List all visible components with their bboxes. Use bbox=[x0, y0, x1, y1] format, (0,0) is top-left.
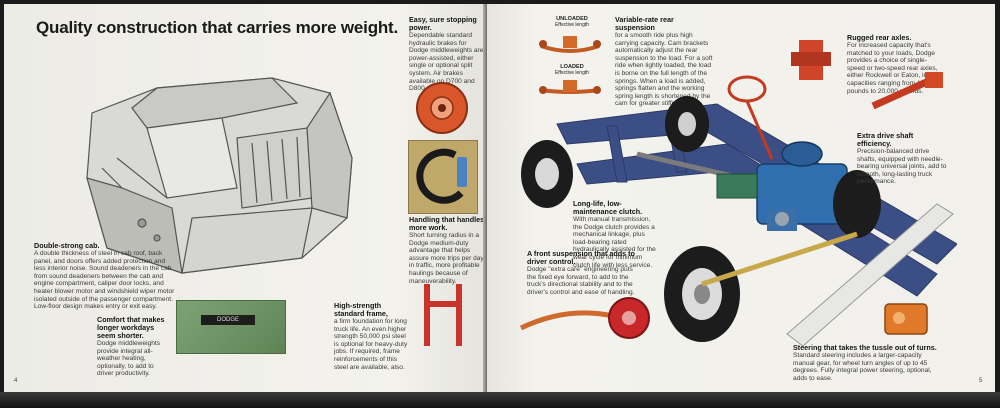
frame-caption-title: High-strength standard frame, bbox=[334, 301, 388, 318]
handling-caption-body: Short turning radius in a Dodge medium-d… bbox=[409, 232, 484, 285]
front-spring-hub-illustration bbox=[519, 297, 650, 339]
heater-badge: DODGE bbox=[201, 315, 255, 325]
front-suspension-caption: A front suspension that adds to driver c… bbox=[527, 250, 639, 296]
driveshaft-caption-title: Extra drive shaft efficiency. bbox=[857, 131, 914, 148]
cab-caption-body: A double thickness of steel in cab roof,… bbox=[34, 250, 175, 311]
drive-shaft-part-illustration bbox=[871, 72, 943, 110]
front-wheel-left-icon bbox=[664, 246, 740, 342]
page-headline: Quality construction that carries more w… bbox=[36, 18, 399, 37]
left-page-number: 4 bbox=[14, 378, 18, 384]
comfort-caption-title: Comfort that makes longer workdays seem … bbox=[97, 315, 165, 340]
right-page: UNLOADED Effective length LOADED Effecti… bbox=[487, 4, 995, 394]
clutch-caption-body: With manual transmission, the Dodge clut… bbox=[573, 216, 656, 269]
cab-caption: Double-strong cab. A double thickness of… bbox=[34, 242, 176, 311]
axles-caption-title: Rugged rear axles. bbox=[847, 33, 912, 42]
rear-wheel-right-icon bbox=[665, 96, 709, 152]
suspension-caption: Variable-rate rear suspension for a smoo… bbox=[615, 16, 713, 108]
heater-panel-photo: DODGE bbox=[176, 300, 286, 354]
frame-caption: High-strength standard frame, a firm fou… bbox=[334, 302, 412, 371]
frame-caption-body: a firm foundation for long truck life. A… bbox=[334, 318, 408, 371]
front-suspension-caption-body: Dodge "extra care" engineering puts the … bbox=[527, 266, 635, 296]
comfort-caption: Comfort that makes longer workdays seem … bbox=[97, 316, 172, 378]
steering-caption: Steering that takes the tussle out of tu… bbox=[793, 344, 943, 382]
cab-structure-illustration bbox=[86, 77, 353, 274]
steering-gear-illustration bbox=[884, 303, 928, 335]
clutch-caption: Long-life, low-maintenance clutch. With … bbox=[573, 200, 657, 269]
front-wheel-right-icon bbox=[833, 170, 881, 238]
brakes-caption-title: Easy, sure stopping power. bbox=[409, 15, 477, 32]
steering-wheel-icon bbox=[727, 75, 774, 160]
axles-caption: Rugged rear axles. For increased capacit… bbox=[847, 34, 942, 95]
brake-drum-illustration bbox=[416, 82, 468, 134]
rear-wheel-left-icon bbox=[521, 140, 573, 208]
rear-axle-part-illustration bbox=[791, 40, 831, 80]
right-page-number: 5 bbox=[979, 378, 983, 384]
driveshaft-caption-body: Precision-balanced drive shafts, equippe… bbox=[857, 148, 947, 186]
clutch-caption-title: Long-life, low-maintenance clutch. bbox=[573, 199, 643, 216]
unloaded-effective-length: Effective length bbox=[554, 22, 590, 28]
handling-caption-title: Handling that handles more work. bbox=[409, 215, 485, 232]
suspension-caption-title: Variable-rate rear suspension bbox=[615, 15, 674, 32]
turning-radius-photo bbox=[408, 140, 478, 214]
book-bottom-edge bbox=[0, 392, 1000, 408]
unloaded-label-text: UNLOADED bbox=[556, 16, 588, 22]
loaded-label-text: LOADED bbox=[560, 64, 584, 70]
driveshaft-caption: Extra drive shaft efficiency. Precision-… bbox=[857, 132, 949, 186]
loaded-label: LOADED Effective length bbox=[547, 64, 597, 76]
cab-caption-title: Double-strong cab. bbox=[34, 241, 100, 250]
handling-caption: Handling that handles more work. Short t… bbox=[409, 216, 487, 285]
chassis-illustration bbox=[521, 75, 957, 347]
spring-unloaded-diagram bbox=[539, 36, 601, 53]
left-page: Quality construction that carries more w… bbox=[4, 4, 491, 394]
steering-caption-title: Steering that takes the tussle out of tu… bbox=[793, 343, 937, 352]
spring-loaded-diagram bbox=[539, 80, 601, 94]
comfort-caption-body: Dodge middleweights provide integral all… bbox=[97, 340, 161, 378]
axles-caption-body: For increased capacity that's matched to… bbox=[847, 42, 938, 95]
unloaded-label: UNLOADED Effective length bbox=[547, 16, 597, 28]
suspension-caption-body: for a smooth ride plus high carrying cap… bbox=[615, 32, 713, 108]
frame-rail-illustration bbox=[424, 284, 462, 346]
steering-caption-body: Standard steering includes a larger-capa… bbox=[793, 352, 932, 382]
turn-arrow-icon bbox=[416, 148, 467, 204]
front-suspension-caption-title: A front suspension that adds to driver c… bbox=[527, 249, 635, 266]
loaded-effective-length: Effective length bbox=[554, 70, 590, 76]
